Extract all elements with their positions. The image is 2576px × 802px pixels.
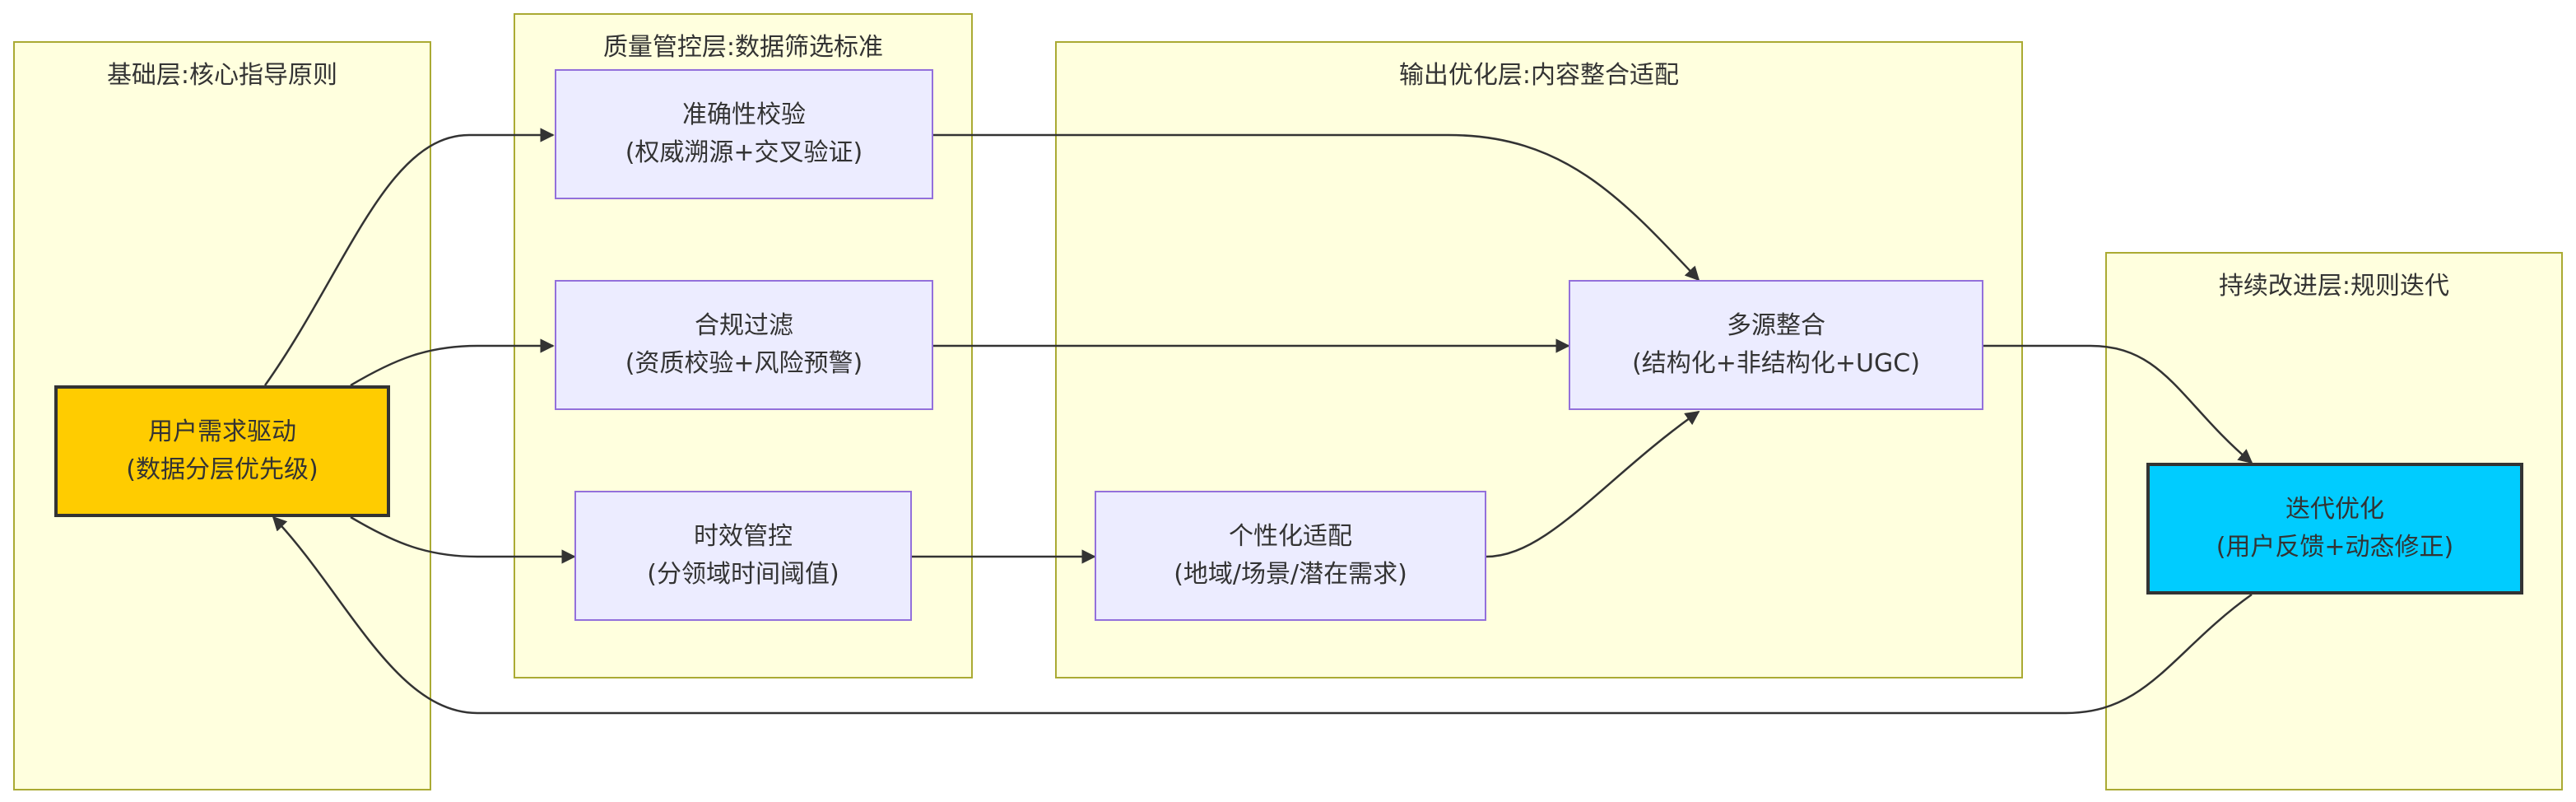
node-compliance: 合规过滤 (资质校验+风险预警) — [555, 280, 933, 410]
node-integrate: 多源整合 (结构化+非结构化+UGC) — [1569, 280, 1983, 410]
edge-user-to-timeliness — [350, 515, 576, 564]
node-accuracy-title: 准确性校验 — [682, 100, 806, 129]
node-personalize: 个性化适配 (地域/场景/潜在需求) — [1095, 491, 1486, 621]
node-integrate-detail: (结构化+非结构化+UGC) — [1632, 349, 1920, 378]
node-timeliness-title: 时效管控 — [694, 522, 793, 551]
node-timeliness: 时效管控 (分领域时间阈值) — [574, 491, 912, 621]
edge-integrate-to-iterate — [1983, 344, 2253, 464]
node-compliance-title: 合规过滤 — [695, 311, 793, 340]
cluster-improve-title: 持续改进层:规则迭代 — [2218, 272, 2450, 301]
cluster-quality-title: 质量管控层:数据筛选标准 — [602, 33, 884, 62]
node-iterate-title: 迭代优化 — [2285, 495, 2384, 524]
node-user-demand-detail: (数据分层优先级) — [126, 455, 319, 484]
node-iterate: 迭代优化 (用户反馈+动态修正) — [2146, 463, 2523, 595]
node-accuracy: 准确性校验 (权威溯源+交叉验证) — [555, 69, 933, 199]
node-user-demand: 用户需求驱动 (数据分层优先级) — [54, 385, 390, 517]
node-compliance-detail: (资质校验+风险预警) — [625, 349, 863, 378]
node-user-demand-title: 用户需求驱动 — [148, 417, 296, 446]
edge-personalize-to-integrate — [1486, 410, 1700, 558]
edge-accuracy-to-integrate — [933, 133, 1700, 282]
cluster-output-title: 输出优化层:内容整合适配 — [1398, 61, 1680, 90]
edge-user-to-compliance — [350, 338, 555, 387]
node-integrate-title: 多源整合 — [1727, 311, 1825, 340]
node-iterate-detail: (用户反馈+动态修正) — [2216, 533, 2454, 562]
cluster-foundation-title: 基础层:核心指导原则 — [106, 61, 338, 90]
edge-iterate-to-user — [272, 515, 2253, 715]
node-timeliness-detail: (分领域时间阈值) — [647, 560, 839, 589]
edge-user-to-accuracy — [263, 128, 555, 386]
node-personalize-detail: (地域/场景/潜在需求) — [1174, 560, 1407, 589]
node-accuracy-detail: (权威溯源+交叉验证) — [625, 138, 863, 167]
node-personalize-title: 个性化适配 — [1229, 522, 1352, 551]
